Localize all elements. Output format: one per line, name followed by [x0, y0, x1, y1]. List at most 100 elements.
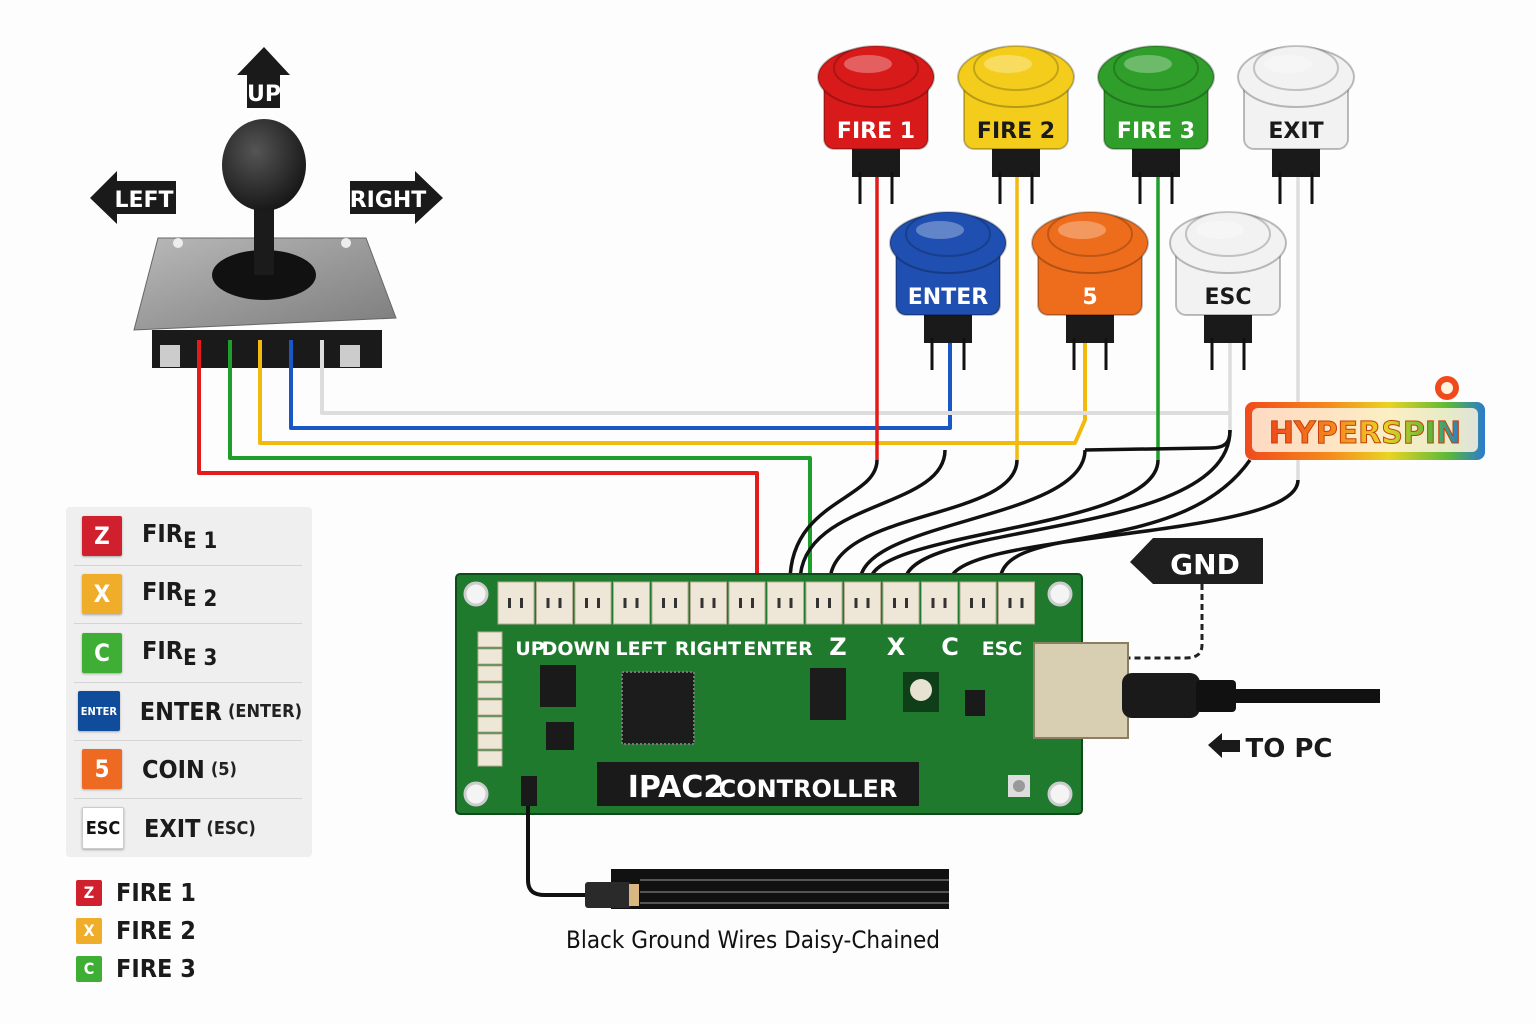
legend-row: ENTER ENTER (ENTER) — [74, 682, 302, 741]
connector-header — [613, 581, 650, 625]
ground-caption: Black Ground Wires Daisy-Chained — [566, 926, 941, 954]
gnd-label: GND — [1170, 548, 1240, 581]
key-badge: Z — [82, 516, 122, 556]
arcade-button-enter: ENTER — [889, 211, 1007, 370]
pin-label: RIGHT — [675, 638, 741, 660]
arcade-button-esc: ESC — [1169, 211, 1287, 370]
legend-label: COIN — [142, 754, 205, 784]
direction-left-label: LEFT — [114, 188, 173, 213]
side-pin — [477, 733, 503, 750]
wire-blue — [289, 330, 952, 430]
button-label: ESC — [1204, 285, 1251, 310]
mini-legend-label: FIRE 3 — [116, 954, 196, 983]
hyperspin-logo: HYPERSPIN — [1245, 376, 1485, 460]
pin-label: ESC — [982, 638, 1023, 660]
connector-header — [651, 581, 689, 625]
key-badge: C — [76, 955, 102, 982]
side-pin — [477, 682, 503, 699]
side-pin — [477, 665, 503, 682]
mini-legend-item: Z FIRE 1 — [76, 878, 196, 907]
arrow-right-icon: RIGHT — [350, 171, 443, 224]
legend-row: C FIRE 3 — [74, 624, 302, 683]
button-label: ENTER — [908, 285, 988, 310]
legend-row: X FIRE 2 — [74, 565, 302, 624]
arrow-up-icon: UP — [237, 47, 290, 108]
arrow-left-icon — [1208, 733, 1240, 758]
side-pin — [477, 699, 503, 716]
ground-wires — [788, 429, 1300, 583]
key-badge: Z — [76, 879, 102, 906]
side-pin — [477, 648, 503, 665]
legend-suffix: (ESC) — [206, 817, 256, 839]
ground-daisy-chain — [521, 776, 949, 909]
legend-suffix: (5) — [210, 758, 237, 780]
board-title-main: IPAC2 — [628, 770, 725, 805]
legend-label: FIRE 3 — [142, 635, 218, 671]
connector-header — [921, 581, 958, 625]
key-badge: ESC — [82, 807, 124, 849]
connector-header — [497, 581, 535, 625]
arcade-button-fire-2: FIRE 2 — [957, 45, 1075, 204]
side-pin — [477, 716, 503, 733]
wire-white — [320, 340, 1230, 415]
legend-label: EXIT — [144, 813, 201, 843]
arcade-button-fire-1: FIRE 1 — [817, 45, 935, 204]
key-badge: X — [76, 917, 102, 944]
pin-label: DOWN — [542, 638, 611, 660]
wire-yellow — [258, 330, 1087, 445]
direction-up-label: UP — [247, 82, 281, 107]
key-badge: 5 — [82, 749, 122, 789]
wire-red — [197, 340, 759, 582]
joystick-wires — [197, 330, 1230, 582]
to-pc-label: TO PC — [1245, 734, 1332, 764]
connector-header — [998, 581, 1035, 625]
legend-label: FIRE 1 — [142, 518, 218, 554]
wire-green — [228, 340, 812, 582]
key-legend-panel: Z FIRE 1 X FIRE 2 C FIRE 3 ENTER ENTER (ENTER) 5… — [66, 507, 312, 857]
mini-legend-label: FIRE 1 — [116, 878, 196, 907]
pin-label: C — [941, 633, 959, 661]
to-pc-tag: TO PC — [1208, 733, 1333, 764]
joystick — [133, 119, 397, 368]
connector-header — [728, 581, 766, 625]
connector-header — [690, 581, 727, 625]
legend-row: 5 COIN (5) — [74, 740, 302, 799]
board-title-sub: CONTROLLER — [719, 775, 898, 803]
legend-label: FIRE 2 — [142, 576, 218, 612]
pin-label: ENTER — [743, 638, 813, 660]
pin-label: LEFT — [615, 638, 666, 660]
button-label: 5 — [1082, 285, 1097, 310]
button-label: FIRE 2 — [977, 119, 1055, 144]
arcade-button-5: 5 — [1031, 211, 1149, 370]
connector-header — [536, 581, 573, 625]
key-badge: ENTER — [78, 691, 120, 731]
usb-cable[interactable] — [1122, 673, 1380, 718]
connector-header — [844, 581, 881, 625]
mini-legend-item: C FIRE 3 — [76, 954, 196, 983]
mini-legend-item: X FIRE 2 — [76, 916, 196, 945]
side-pin — [477, 631, 503, 648]
legend-suffix: (ENTER) — [227, 700, 302, 722]
connector-header — [959, 581, 997, 625]
key-badge: C — [82, 633, 122, 673]
pin-label: X — [887, 633, 906, 661]
legend-row: Z FIRE 1 — [74, 507, 302, 566]
connector-header — [882, 581, 920, 625]
button-label: EXIT — [1268, 119, 1323, 144]
mini-legend-label: FIRE 2 — [116, 916, 196, 945]
button-label: FIRE 3 — [1117, 119, 1195, 144]
legend-label: ENTER — [139, 696, 222, 726]
pin-label: Z — [829, 633, 846, 661]
connector-header — [767, 581, 804, 625]
pin-label: UP — [515, 638, 544, 660]
button-label: FIRE 1 — [837, 119, 915, 144]
key-badge: X — [82, 574, 122, 614]
legend-row: ESC EXIT (ESC) — [74, 799, 302, 857]
connector-header — [574, 581, 612, 625]
logo-text: HYPERSPIN — [1269, 416, 1461, 451]
arcade-button-exit: EXIT — [1237, 45, 1355, 204]
usb-port — [1033, 642, 1129, 739]
connector-header — [805, 581, 843, 625]
